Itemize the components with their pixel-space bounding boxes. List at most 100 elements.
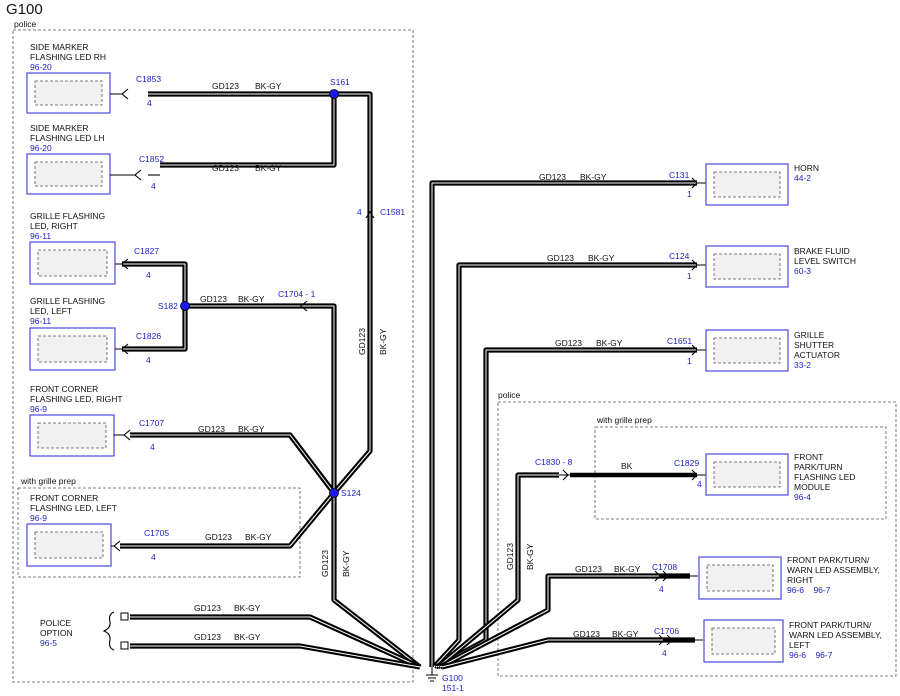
wire-label-color: BK-GY <box>612 629 639 639</box>
wire-label-color: BK-GY <box>238 294 265 304</box>
splice-s182 <box>180 301 190 311</box>
side-marker-rh-line2: FLASHING LED RH <box>30 52 106 62</box>
grille-prep-left-label: with grille prep <box>20 476 76 486</box>
connector-c1826-pin: 4 <box>146 355 151 365</box>
wire-label-circuit: GD123 <box>198 424 225 434</box>
connector-c1826-label: C1826 <box>136 331 161 341</box>
wire-label-color: BK-GY <box>245 532 272 542</box>
splice-s161 <box>329 89 339 99</box>
connector-c1829-icon <box>691 469 706 481</box>
connector-c1830-icon <box>559 469 570 481</box>
front-park-left-line2: WARN LED ASSEMBLY, <box>789 630 882 640</box>
grille-prep-right-label: with grille prep <box>596 415 652 425</box>
wire-label-circuit: GD123 <box>194 603 221 613</box>
horn-inner <box>713 171 781 198</box>
wire-label-color: BK-GY <box>588 253 615 263</box>
wire-label-color: BK-GY <box>580 172 607 182</box>
ground-icon <box>426 667 438 682</box>
police-option-brace-icon <box>102 611 115 651</box>
wire-label-color: BK-GY <box>614 564 641 574</box>
police-option-terminal-icon <box>120 641 129 650</box>
grille-shutter-ref[interactable]: 33-2 <box>794 360 811 370</box>
front-park-module-line2: PARK/TURN <box>794 462 843 472</box>
side-marker-lh-ref[interactable]: 96-20 <box>30 143 52 153</box>
connector-c131-icon <box>691 177 706 189</box>
wire-label-color: BK-GY <box>234 632 261 642</box>
connector-c1852-pin: 4 <box>151 181 156 191</box>
splice-s161-label: S161 <box>330 77 350 87</box>
police-option-ref[interactable]: 96-5 <box>40 638 57 648</box>
wire-label-circuit: GD123 <box>575 564 602 574</box>
wire-label-circuit: GD123 <box>547 253 574 263</box>
connector-c1829-label: C1829 <box>674 458 699 468</box>
wire-label-circuit-vertical: GD123 <box>320 550 330 577</box>
connector-c1705-icon <box>111 540 121 552</box>
side-marker-lh-line2: FLASHING LED LH <box>30 133 105 143</box>
connector-c1827-pin: 4 <box>146 270 151 280</box>
connector-c1581-icon <box>365 211 375 219</box>
front-park-module-line1: FRONT <box>794 452 823 462</box>
connector-c1853-label: C1853 <box>136 74 161 84</box>
connector-c1651-icon <box>691 344 706 356</box>
grille-shutter-line3: ACTUATOR <box>794 350 840 360</box>
front-park-left-inner <box>711 627 776 655</box>
front-park-left-line1: FRONT PARK/TURN/ <box>789 620 872 630</box>
horn-ref[interactable]: 44-2 <box>794 173 811 183</box>
front-corner-right-ref[interactable]: 96-9 <box>30 404 47 414</box>
front-corner-left-line2: FLASHING LED, LEFT <box>30 503 117 513</box>
connector-c1705-label: C1705 <box>144 528 169 538</box>
connector-c1829-pin: 4 <box>697 479 702 489</box>
front-corner-left-inner <box>34 531 104 559</box>
grille-shutter-line2: SHUTTER <box>794 340 834 350</box>
police-option-terminal-icon <box>120 612 129 621</box>
front-park-left-ref[interactable]: 96-6 96-7 <box>789 650 833 660</box>
connector-c1705-pin: 4 <box>151 552 156 562</box>
wires <box>120 91 697 670</box>
wire-label-color: BK-GY <box>234 603 261 613</box>
wire-label-color: BK-GY <box>255 81 282 91</box>
grille-flash-right-line1: GRILLE FLASHING <box>30 211 105 221</box>
wire-label-color-vertical: BK-GY <box>341 550 351 577</box>
front-corner-right-inner <box>37 422 107 449</box>
side-marker-lh-line1: SIDE MARKER <box>30 123 89 133</box>
brake-fluid-inner <box>713 253 781 280</box>
wire-label-circuit: GD123 <box>573 629 600 639</box>
brake-fluid-ref[interactable]: 60-3 <box>794 266 811 276</box>
connector-c1704-label: C1704 - 1 <box>278 289 316 299</box>
connector-c1707-label: C1707 <box>139 418 164 428</box>
connector-c1651-pin: 1 <box>687 356 692 366</box>
front-corner-left-ref[interactable]: 96-9 <box>30 513 47 523</box>
connector-c1708-icon <box>654 570 698 582</box>
grille-flash-left-line2: LED, LEFT <box>30 306 72 316</box>
connector-c1651-label: C1651 <box>667 336 692 346</box>
police-region-right <box>497 401 897 677</box>
front-park-right-inner <box>706 564 774 592</box>
wire-label-circuit: GD123 <box>539 172 566 182</box>
connector-c1853-pin: 4 <box>147 98 152 108</box>
wire-label-circuit-vertical: GD123 <box>357 328 367 355</box>
connector-c1706-pin: 4 <box>662 648 667 658</box>
front-park-right-line1: FRONT PARK/TURN/ <box>787 555 870 565</box>
side-marker-rh-line1: SIDE MARKER <box>30 42 89 52</box>
wire-label-circuit: GD123 <box>555 338 582 348</box>
front-park-module-line3: FLASHING LED <box>794 472 855 482</box>
front-park-module-inner <box>713 461 781 488</box>
connector-c1853-icon <box>110 88 129 100</box>
front-park-right-ref[interactable]: 96-6 96-7 <box>787 585 831 595</box>
connector-c131-label: C131 <box>669 170 690 180</box>
front-park-right-line3: RIGHT <box>787 575 813 585</box>
wire-label-circuit-vertical: GD123 <box>505 543 515 570</box>
connector-c1827-icon <box>115 258 129 270</box>
front-park-module-ref[interactable]: 96-4 <box>794 492 811 502</box>
wire-label-color-vertical: BK-GY <box>525 543 535 570</box>
grille-flash-left-ref[interactable]: 96-11 <box>30 316 51 326</box>
connector-c131-pin: 1 <box>687 189 692 199</box>
side-marker-rh-ref[interactable]: 96-20 <box>30 62 52 72</box>
wire-label-circuit: GD123 <box>212 163 239 173</box>
ground-ref[interactable]: 151-1 <box>442 683 464 693</box>
grille-flash-right-ref[interactable]: 96-11 <box>30 231 51 241</box>
connector-c1581-pin: 4 <box>357 207 362 217</box>
wire-label-circuit: GD123 <box>200 294 227 304</box>
connector-c1830-label: C1830 - 8 <box>535 457 573 467</box>
